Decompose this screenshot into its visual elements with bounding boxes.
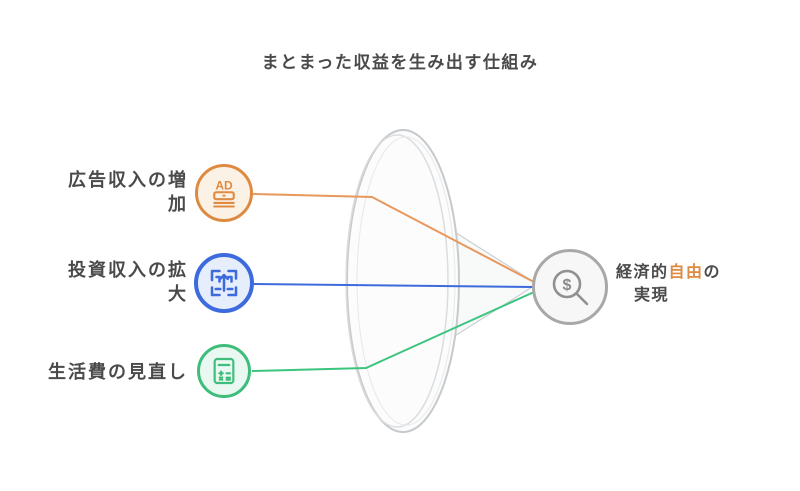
input-label-expenses-line1: 生活費の見直し	[48, 362, 188, 382]
output-label-highlight: 自由	[668, 264, 704, 281]
connector-expenses-ray	[251, 291, 535, 372]
diagram-title: まとまった収益を生み出す仕組み	[261, 53, 539, 72]
maze-arrow-icon	[194, 253, 254, 313]
output-label-prefix: 経済的	[616, 264, 669, 281]
money-search-glyph: $	[552, 269, 589, 306]
connector-ads-ray	[251, 193, 535, 283]
ad-icon-text: AD	[215, 178, 233, 192]
output-label: 経済的自由の 実現	[616, 261, 766, 307]
lens-inner-edge	[345, 134, 449, 428]
connector-invest-ray	[251, 283, 534, 288]
input-label-expenses: 生活費の見直し	[12, 360, 188, 384]
input-label-invest: 投資収入の拡 大	[12, 258, 188, 306]
calculator-icon	[197, 344, 251, 398]
input-label-invest-line2: 大	[168, 284, 188, 304]
input-label-ads-line1: 広告収入の増	[68, 170, 188, 190]
output-label-line2: 実現	[634, 287, 670, 304]
input-label-invest-line1: 投資収入の拡	[68, 260, 188, 280]
input-label-ads: 広告収入の増 加	[12, 168, 188, 216]
money-search-icon: $	[532, 249, 608, 325]
dollar-icon-text: $	[563, 277, 572, 294]
lens-inner-edge-2	[356, 136, 456, 426]
ad-billboard-glyph: AD	[213, 178, 235, 208]
ad-billboard-icon: AD	[195, 164, 253, 222]
maze-arrow-glyph	[210, 269, 238, 297]
output-label-line1: 経済的自由の	[616, 261, 766, 284]
lens-shape	[346, 129, 460, 433]
output-label-suffix: の	[703, 264, 722, 281]
calculator-glyph	[213, 357, 235, 385]
input-label-ads-line2: 加	[168, 194, 188, 214]
